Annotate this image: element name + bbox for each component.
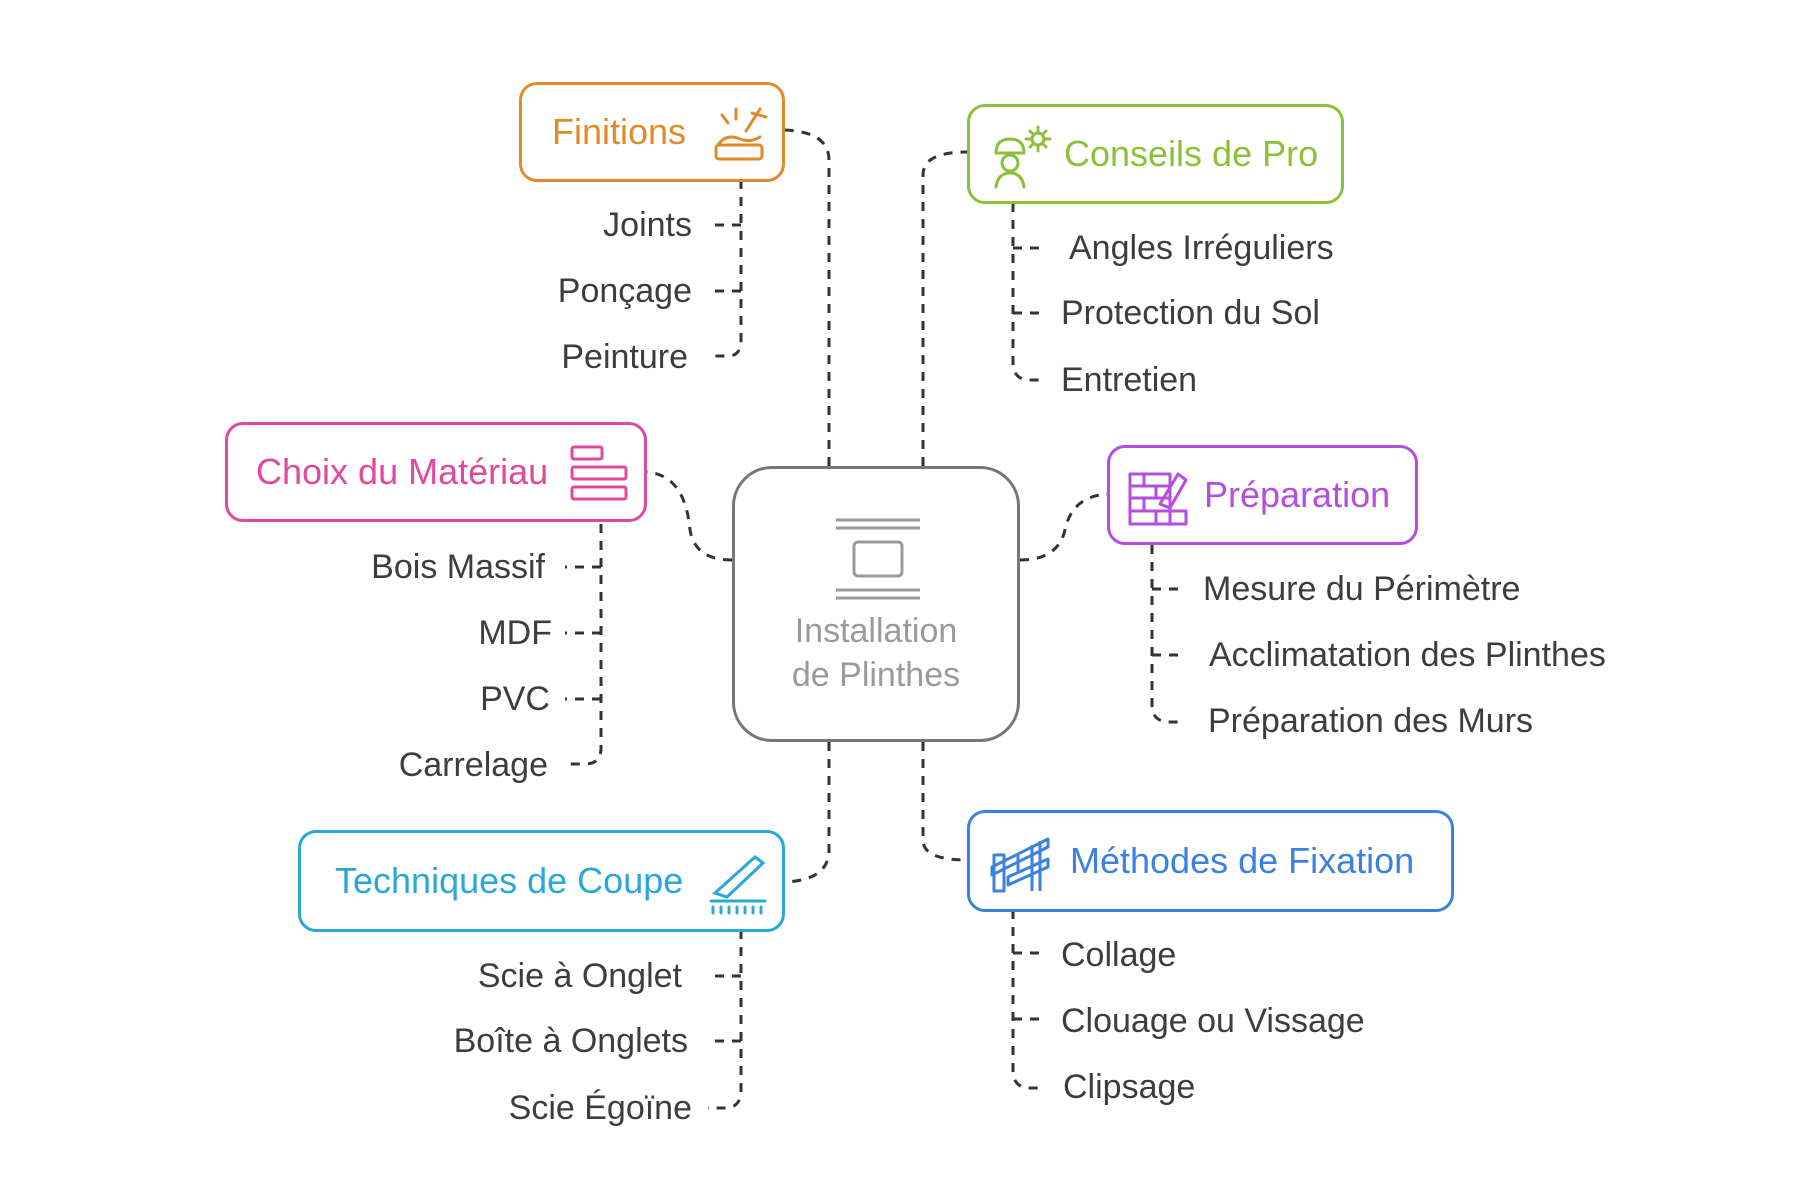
preparation-item: Mesure du Périmètre	[1203, 570, 1521, 608]
node-finitions: Finitions	[519, 82, 785, 182]
connector-preparation	[1019, 492, 1109, 562]
node-conseils: Conseils de Pro	[967, 104, 1344, 204]
worker-gear-icon	[994, 125, 1052, 189]
connector-coupe-items	[708, 930, 743, 1110]
connector-fixation-items	[1011, 910, 1045, 1090]
center-node: Installation de Plinthes	[732, 466, 1020, 742]
preparation-item: Acclimatation des Plinthes	[1209, 636, 1606, 674]
fixation-item: Collage	[1061, 936, 1177, 974]
node-preparation: Préparation	[1107, 445, 1418, 545]
node-coupe: Techniques de Coupe	[298, 830, 785, 932]
connector-preparation-items	[1150, 545, 1185, 724]
connector-finitions	[784, 128, 831, 466]
finitions-item: Joints	[603, 206, 692, 244]
brick-trowel-icon	[1128, 472, 1188, 526]
coupe-item: Boîte à Onglets	[453, 1022, 688, 1060]
materiau-title: Choix du Matériau	[256, 451, 549, 492]
coupe-title: Techniques de Coupe	[335, 860, 684, 901]
materiau-item: Bois Massif	[371, 548, 545, 586]
baseboard-icon	[836, 518, 920, 600]
fastener-icon	[990, 837, 1050, 893]
fixation-item: Clouage ou Vissage	[1061, 1002, 1365, 1040]
stacked-planks-icon	[570, 445, 628, 501]
conseils-item: Protection du Sol	[1061, 294, 1320, 332]
center-title: Installation de Plinthes	[791, 612, 961, 694]
materiau-item: MDF	[478, 614, 552, 652]
finitions-item: Peinture	[561, 338, 688, 376]
sanding-sparkle-icon	[714, 107, 768, 161]
knife-cut-icon	[709, 855, 767, 915]
connector-conseils	[921, 150, 968, 466]
materiau-item: PVC	[480, 680, 550, 718]
node-materiau: Choix du Matériau	[225, 422, 647, 522]
connector-materiau	[646, 470, 733, 562]
preparation-item: Préparation des Murs	[1208, 702, 1534, 740]
conseils-item: Entretien	[1061, 361, 1198, 399]
coupe-item: Scie à Onglet	[477, 957, 682, 995]
materiau-item: Carrelage	[398, 746, 548, 784]
connector-coupe	[784, 742, 831, 884]
node-fixation: Méthodes de Fixation	[967, 810, 1454, 912]
preparation-title: Préparation	[1204, 474, 1391, 515]
conseils-item: Angles Irréguliers	[1069, 229, 1334, 267]
conseils-title: Conseils de Pro	[1064, 133, 1319, 174]
finitions-item: Ponçage	[557, 272, 692, 310]
finitions-title: Finitions	[552, 111, 687, 152]
connector-materiau-items	[565, 524, 603, 766]
fixation-title: Méthodes de Fixation	[1070, 840, 1415, 881]
connector-finitions-items	[708, 180, 743, 358]
coupe-item: Scie Égoïne	[508, 1089, 692, 1127]
connector-fixation	[921, 742, 968, 862]
connector-conseils-items	[1011, 203, 1045, 382]
fixation-item: Clipsage	[1063, 1068, 1196, 1106]
